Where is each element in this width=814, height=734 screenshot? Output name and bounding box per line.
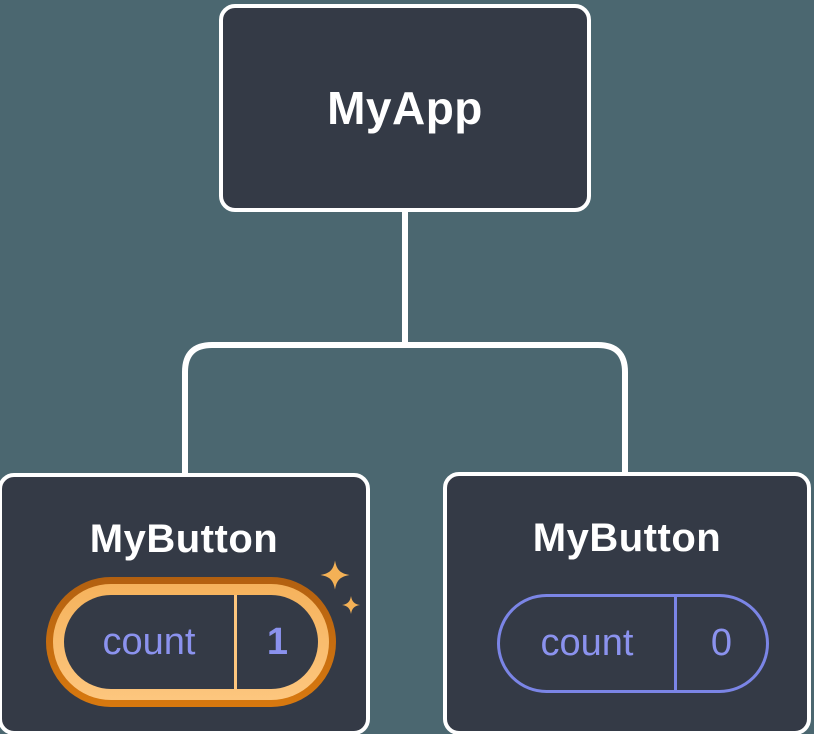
child-node-right-label: MyButton xyxy=(532,516,722,560)
child-node-right: MyButton count 0 xyxy=(443,472,811,734)
state-value-label: 0 xyxy=(710,622,733,664)
child-node-left-label: MyButton xyxy=(89,517,279,561)
state-pill-left: count 1 xyxy=(64,595,318,689)
child-node-left: MyButton count 1 xyxy=(0,473,370,734)
state-pill-highlight-ring: count 1 xyxy=(46,577,336,707)
root-node-label: MyApp xyxy=(327,82,483,134)
state-pill-divider xyxy=(234,595,237,689)
state-key-label: count xyxy=(540,622,634,664)
state-key-label: count xyxy=(102,620,196,663)
state-pill-highlight-band: count 1 xyxy=(53,584,329,700)
state-pill-divider xyxy=(674,597,677,690)
sparkles-icon xyxy=(320,560,360,614)
state-value-label: 1 xyxy=(266,620,289,663)
state-pill-right: count 0 xyxy=(497,594,769,693)
root-node: MyApp xyxy=(219,4,591,212)
